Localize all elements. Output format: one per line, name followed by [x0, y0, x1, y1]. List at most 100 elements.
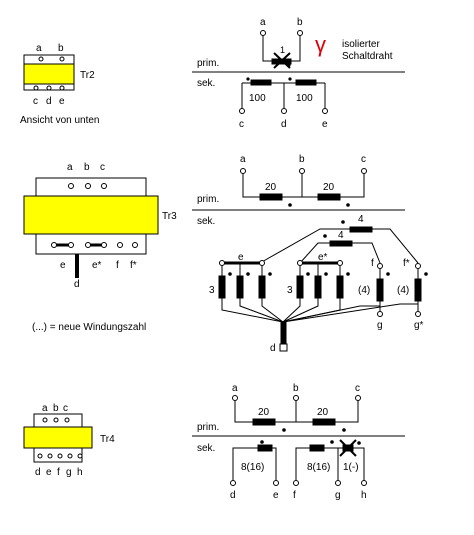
s3-terminal-h: h — [361, 490, 367, 501]
s2-single-turns-fstar: (4) — [397, 285, 409, 296]
tr4-pin — [53, 417, 59, 423]
tr2-bottom-view: a b Tr2 c d e Ansicht von unten — [20, 43, 100, 126]
s2-prim-turns-2: 20 — [323, 182, 335, 193]
s2-polarity-dot — [288, 203, 292, 207]
tr4-pin-label-e: e — [46, 467, 52, 478]
tr4-pin — [64, 417, 70, 423]
s2-group-label-estar: e* — [318, 252, 328, 263]
s1-note-line1: isolierter — [342, 39, 380, 50]
s3-wire — [272, 447, 277, 480]
tr4-pin-label-d: d — [35, 467, 41, 478]
s2-polarity-dot — [346, 272, 350, 276]
s1-cross-out-icon — [273, 52, 291, 69]
s2-terminal — [377, 311, 383, 317]
tr3-pin-label-d: d — [74, 279, 80, 290]
tr2-pin-label-b: b — [58, 43, 64, 54]
s2-wire — [221, 298, 284, 323]
tr4-pin — [67, 453, 73, 459]
s2-terminal — [240, 168, 246, 174]
s2-prim-label: prim. — [197, 194, 219, 205]
s3-sek-winding-2 — [309, 444, 325, 452]
s2-wire — [282, 301, 419, 323]
s2-group-turns-estar: 3 — [287, 285, 293, 296]
s1-note-line2: Schaltdraht — [342, 51, 393, 62]
s3-terminal — [293, 480, 299, 486]
s3-sek-turns-2: 8(16) — [307, 462, 330, 473]
s1-terminal — [239, 108, 245, 114]
tr2-name: Tr2 — [80, 70, 95, 81]
s3-terminal — [230, 480, 236, 486]
tr2-pin — [46, 85, 52, 91]
s3-polarity-dot — [282, 428, 286, 432]
tr3-bottom-view: a b c Tr3 e e* f f* d (...) = neue Windu… — [23, 162, 177, 333]
s1-terminal — [297, 30, 303, 36]
s2-wire — [259, 228, 350, 264]
s2-polarity-dot — [341, 220, 345, 224]
s1-terminal-e: e — [322, 119, 328, 130]
s1-terminal-c: c — [239, 119, 244, 130]
tr3-pin — [101, 183, 107, 189]
tr3-pin-label-c: c — [100, 162, 105, 173]
s2-sek-turns-4b: 4 — [338, 230, 344, 241]
s2-group-turns-e: 3 — [209, 285, 215, 296]
s2-polarity-dot — [268, 272, 272, 276]
s3-terminal-g: g — [335, 490, 341, 501]
s2-wire — [282, 301, 381, 323]
s3-wire — [234, 401, 253, 423]
s2-polarity-dot — [346, 203, 350, 207]
schematic3: a b c 20 20 prim. sek. 8(16) 8(16) — [192, 383, 405, 501]
s2-sek-turns-4a: 4 — [358, 214, 364, 225]
tr4-pin — [42, 417, 48, 423]
tr2-pin-label-a: a — [36, 43, 42, 54]
s2-sek-winding-4b — [329, 240, 353, 247]
s2-terminal — [337, 260, 343, 266]
s3-cross-out-icon — [339, 439, 357, 457]
s3-prim-winding-2 — [312, 418, 336, 426]
s1-polarity-dot — [288, 77, 292, 81]
s2-group-label-e: e — [238, 252, 244, 263]
s2-common-lead — [280, 321, 287, 345]
tr3-core — [23, 195, 159, 235]
s2-terminal-a: a — [240, 154, 246, 165]
s2-polarity-dot — [323, 234, 327, 238]
tr4-pin — [77, 453, 83, 459]
s2-terminal — [259, 260, 265, 266]
s2-wire — [242, 174, 260, 198]
s2-polarity-dot — [386, 272, 390, 276]
s3-terminal-a: a — [232, 383, 238, 394]
s2-common-terminal — [279, 343, 288, 352]
tr3-pin-label-a: a — [67, 162, 73, 173]
s3-terminal-b: b — [293, 383, 299, 394]
tr3-pin-label-fstar: f* — [130, 260, 137, 271]
s3-prim-turns-1: 20 — [258, 407, 270, 418]
s2-winding-e2 — [236, 275, 244, 299]
tr2-core — [23, 63, 75, 85]
tr2-caption: Ansicht von unten — [20, 115, 100, 126]
s3-sek-label: sek. — [197, 443, 215, 454]
s2-sek-label: sek. — [197, 216, 215, 227]
s2-terminal-gstar: g* — [414, 320, 424, 331]
s3-prim-winding-1 — [252, 418, 276, 426]
tr4-pin-label-a: a — [42, 403, 48, 414]
s1-wire — [262, 36, 272, 62]
tr4-pin — [37, 453, 43, 459]
s2-winding-fstar — [414, 278, 422, 302]
tr3-pin — [68, 183, 74, 189]
tr4-bottom-view: a b c Tr4 d e f g h — [23, 403, 115, 478]
s2-polarity-dot — [228, 272, 232, 276]
tr3-common-lead — [75, 254, 79, 278]
s2-single-turns-f: (4) — [358, 285, 370, 296]
s2-wire — [340, 174, 365, 198]
tr4-name: Tr4 — [100, 434, 115, 445]
s1-sek-winding-2 — [295, 79, 317, 86]
s2-wire — [239, 298, 284, 323]
s3-terminal — [273, 480, 279, 486]
tr3-pin-label-estar: e* — [92, 260, 102, 271]
s2-wire — [282, 298, 301, 323]
s2-single-label-fstar: f* — [403, 258, 410, 269]
s1-terminal-d: d — [281, 119, 287, 130]
tr4-pin — [47, 453, 53, 459]
tr2-pin-label-e: e — [59, 96, 65, 107]
s2-prim-winding-1 — [259, 193, 283, 201]
s3-terminal-f: f — [293, 490, 296, 501]
